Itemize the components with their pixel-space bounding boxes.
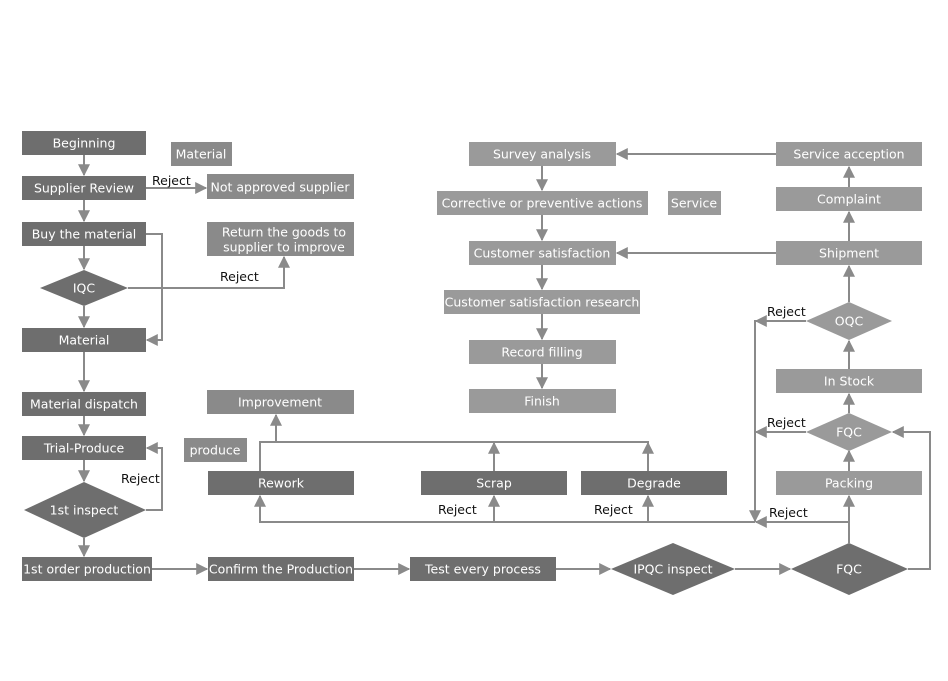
svg-text:Return the goods to: Return the goods to	[222, 225, 346, 240]
svg-text:Scrap: Scrap	[476, 476, 512, 491]
node-complaint: Complaint	[776, 187, 922, 211]
svg-text:Service acception: Service acception	[793, 147, 904, 162]
decision-fqc-final: FQC	[791, 543, 908, 595]
node-not-approved-supplier: Not approved supplier	[207, 174, 354, 199]
svg-text:Improvement: Improvement	[238, 395, 322, 410]
node-packing: Packing	[776, 471, 922, 495]
reject-label: Reject	[438, 502, 477, 517]
svg-text:Material dispatch: Material dispatch	[30, 397, 138, 412]
svg-text:Complaint: Complaint	[817, 192, 881, 207]
svg-text:OQC: OQC	[835, 314, 864, 329]
node-rework: Rework	[208, 471, 354, 495]
node-finish: Finish	[469, 389, 616, 413]
svg-text:Customer satisfaction: Customer satisfaction	[474, 246, 611, 261]
svg-text:Packing: Packing	[825, 476, 873, 491]
svg-text:Supplier Review: Supplier Review	[34, 181, 134, 196]
node-improvement: Improvement	[207, 390, 354, 414]
reject-label: Reject	[220, 269, 259, 284]
svg-text:Trial-Produce: Trial-Produce	[43, 441, 125, 456]
svg-text:Shipment: Shipment	[819, 246, 879, 261]
svg-text:Not approved supplier: Not approved supplier	[211, 180, 351, 195]
decision-oqc: OQC	[806, 302, 892, 340]
node-beginning: Beginning	[22, 131, 146, 155]
svg-text:Survey analysis: Survey analysis	[493, 147, 591, 162]
node-degrade: Degrade	[581, 471, 727, 495]
decision-1st-inspect: 1st inspect	[24, 482, 146, 538]
tag-service: Service	[668, 191, 721, 215]
tag-material: Material	[171, 142, 232, 166]
svg-text:Finish: Finish	[524, 394, 560, 409]
node-confirm-production: Confirm the Production	[208, 557, 354, 581]
reject-label: Reject	[121, 471, 160, 486]
svg-text:produce: produce	[190, 443, 241, 458]
svg-text:Record filling: Record filling	[501, 345, 582, 360]
svg-text:FQC: FQC	[836, 425, 862, 440]
reject-label: Reject	[767, 304, 806, 319]
node-material-dispatch: Material dispatch	[22, 392, 146, 416]
node-test-every-process: Test every process	[410, 557, 556, 581]
svg-text:In Stock: In Stock	[824, 374, 875, 389]
node-in-stock: In Stock	[776, 369, 922, 393]
svg-text:FQC: FQC	[836, 562, 862, 577]
svg-text:Material: Material	[176, 147, 227, 162]
svg-text:1st order production: 1st order production	[23, 562, 151, 577]
svg-text:Service: Service	[671, 196, 718, 211]
node-material: Material	[22, 328, 146, 352]
svg-text:Buy the material: Buy the material	[32, 227, 137, 242]
decision-ipqc-inspect: IPQC inspect	[611, 543, 735, 595]
reject-label: Reject	[594, 502, 633, 517]
reject-label: Reject	[769, 505, 808, 520]
node-buy-material: Buy the material	[22, 222, 146, 246]
decision-iqc: IQC	[40, 270, 128, 306]
node-satisfaction-research: Customer satisfaction research	[444, 290, 640, 314]
node-supplier-review: Supplier Review	[22, 176, 146, 200]
node-corrective-actions: Corrective or preventive actions	[437, 191, 648, 215]
decision-fqc: FQC	[806, 413, 892, 451]
node-trial-produce: Trial-Produce	[22, 436, 146, 460]
node-scrap: Scrap	[421, 471, 567, 495]
connectors	[78, 148, 931, 575]
svg-text:Customer satisfaction research: Customer satisfaction research	[445, 295, 640, 310]
svg-text:Degrade: Degrade	[627, 476, 681, 491]
svg-text:Rework: Rework	[258, 476, 305, 491]
node-1st-order-production: 1st order production	[22, 557, 152, 581]
node-customer-satisfaction: Customer satisfaction	[469, 241, 616, 265]
node-shipment: Shipment	[776, 241, 922, 265]
node-record-filling: Record filling	[469, 340, 616, 364]
svg-text:supplier to improve: supplier to improve	[223, 240, 345, 255]
svg-text:IPQC inspect: IPQC inspect	[633, 562, 712, 577]
node-survey-analysis: Survey analysis	[469, 142, 616, 166]
node-service-acception: Service acception	[776, 142, 922, 166]
svg-text:Material: Material	[59, 333, 110, 348]
svg-text:IQC: IQC	[73, 281, 96, 296]
svg-text:Corrective or preventive actio: Corrective or preventive actions	[442, 196, 643, 211]
reject-label: Reject	[767, 415, 806, 430]
svg-text:Beginning: Beginning	[53, 136, 116, 151]
reject-label: Reject	[152, 173, 191, 188]
tag-produce: produce	[184, 438, 247, 462]
svg-text:Test every process: Test every process	[424, 562, 541, 577]
svg-text:1st inspect: 1st inspect	[50, 503, 119, 518]
svg-text:Confirm the Production: Confirm the Production	[209, 562, 353, 577]
